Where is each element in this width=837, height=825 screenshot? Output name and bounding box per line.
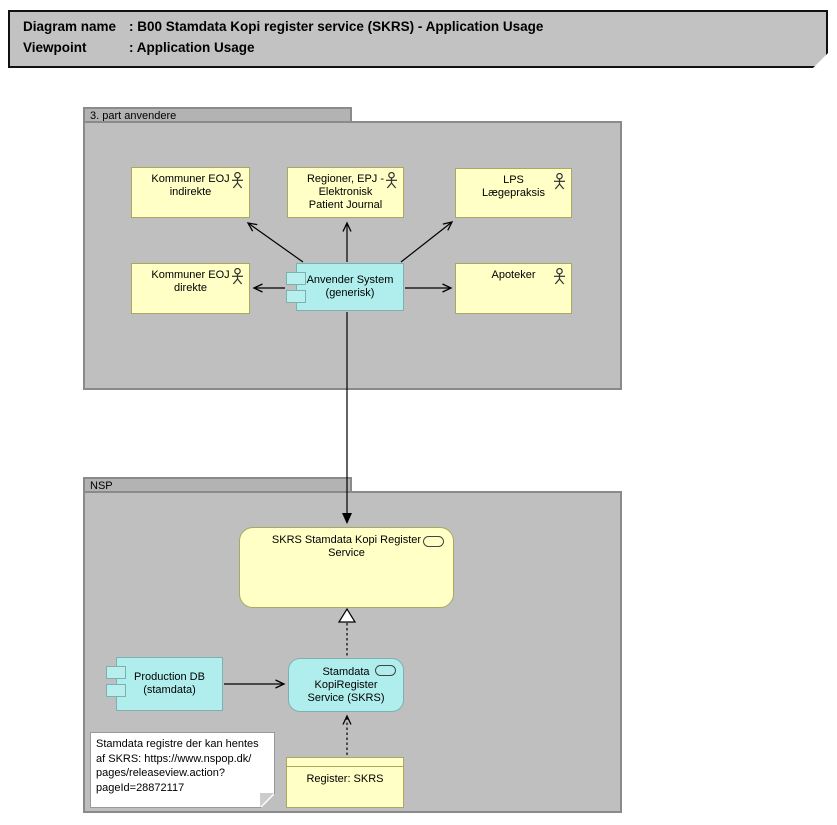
node-label: Apoteker [491,269,536,281]
node-label: Anvender System (generisk) [306,274,394,299]
node-register-skrs[interactable]: Register: SKRS [286,757,404,808]
node-label: Kommuner EOJ indirekte [151,173,230,198]
actor-icon [554,173,565,190]
node-label: LPS Lægepraksis [482,174,545,199]
node-production-db[interactable]: Production DB (stamdata) [106,657,223,711]
component-icon [106,666,126,679]
actor-icon [386,172,397,189]
node-label: Register: SKRS [306,773,384,785]
group-third-party-tab[interactable]: 3. part anvendere [83,107,352,122]
diagram-name-value: : B00 Stamdata Kopi register service (SK… [129,19,544,34]
node-anvender-system[interactable]: Anvender System (generisk) [286,263,404,311]
node-apoteker[interactable]: Apoteker [455,263,572,314]
viewpoint-value: : Application Usage [129,40,255,55]
viewpoint-label: Viewpoint [23,40,87,55]
actor-icon [232,268,243,285]
component-icon [106,684,126,697]
component-icon [286,272,306,285]
node-label: Production DB (stamdata) [134,671,205,696]
component-icon [286,290,306,303]
diagram-name-label: Diagram name [23,19,117,34]
group-third-party-body[interactable] [83,121,622,390]
node-label: SKRS Stamdata Kopi Register Service [271,534,422,559]
group-third-party-label: 3. part anvendere [90,110,177,122]
node-label: Stamdata KopiRegister Service (SKRS) [307,665,385,704]
actor-icon [554,268,565,285]
node-kommuner-eoj-indirekte[interactable]: Kommuner EOJ indirekte [131,167,250,218]
group-nsp-tab[interactable]: NSP [83,477,352,492]
node-skrs-stamdata-kopi-register-service[interactable]: SKRS Stamdata Kopi Register Service [239,527,454,608]
data-object-band [287,758,403,767]
node-label: Kommuner EOJ direkte [151,269,230,294]
node-stamdata-kopiregister-service[interactable]: Stamdata KopiRegister Service (SKRS) [288,658,404,712]
note-text: Stamdata registre der kan hentes af SKRS… [96,738,259,794]
node-regioner-epj[interactable]: Regioner, EPJ - Elektronisk Patient Jour… [287,167,404,218]
note-stamdata-registre[interactable]: Stamdata registre der kan hentes af SKRS… [90,732,275,808]
service-icon [375,665,396,676]
node-label: Regioner, EPJ - Elektronisk Patient Jour… [306,173,385,211]
diagram-title-note[interactable]: Diagram name : B00 Stamdata Kopi registe… [8,10,828,68]
node-kommuner-eoj-direkte[interactable]: Kommuner EOJ direkte [131,263,250,314]
node-lps[interactable]: LPS Lægepraksis [455,168,572,218]
group-nsp-label: NSP [90,480,113,492]
service-icon [423,536,444,547]
actor-icon [232,172,243,189]
